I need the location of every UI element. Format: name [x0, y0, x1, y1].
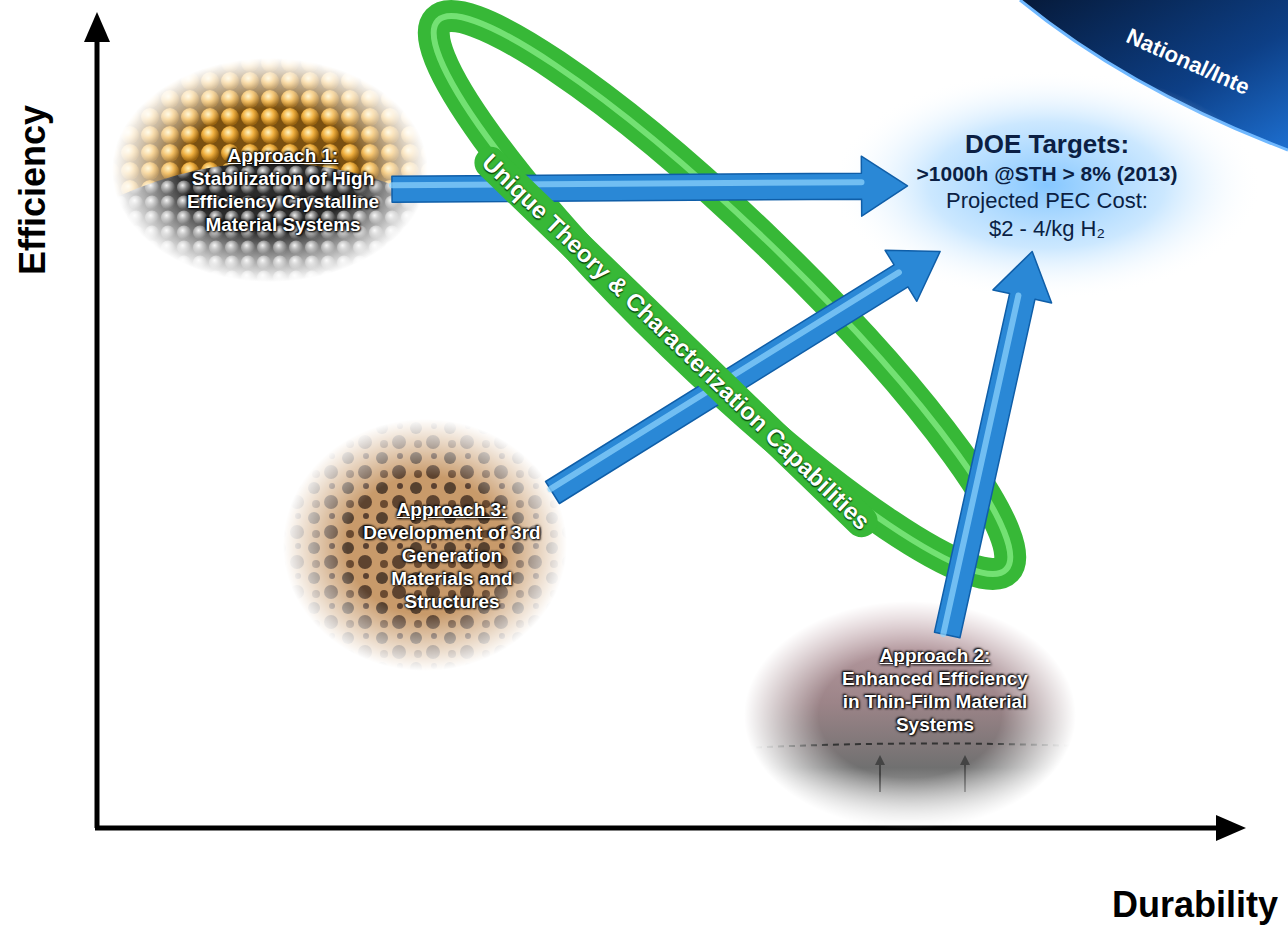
thin-film-image [740, 595, 1080, 835]
node-heading: DOE Targets: [917, 128, 1178, 160]
crystal-image [100, 50, 440, 300]
arrow-body [935, 252, 1052, 638]
x-axis-head [1216, 815, 1246, 841]
node-text: >1000h @STH > 8% (2013) [917, 160, 1178, 187]
y-axis-head [84, 12, 110, 42]
ring-label: Unique Theory & Characterization Capabil… [468, 140, 885, 544]
arrow-highlight [392, 182, 862, 185]
node-text: Enhanced Efficiency in Thin-Film Materia… [837, 667, 1034, 736]
flow-arrow [392, 156, 908, 216]
approach-label: Approach 3:Development of 3rd Generation… [355, 492, 550, 619]
approach-label: Approach 2:Enhanced Efficiency in Thin-F… [831, 638, 1040, 742]
target-box: DOE Targets:>1000h @STH > 8% (2013)Proje… [911, 122, 1184, 249]
node-heading: Approach 2: [837, 644, 1034, 667]
y-axis [95, 38, 100, 828]
flow-arrow [935, 252, 1052, 638]
node-heading: Approach 1: [183, 144, 383, 167]
node-text: $2 - 4/kg H₂ [917, 215, 1178, 243]
banner-label: National/Inte [1122, 23, 1253, 100]
node-text: Development of 3rd Generation Materials … [361, 521, 544, 613]
node-text: Projected PEC Cost: [917, 187, 1178, 215]
axis-title: Durability [1112, 884, 1278, 926]
axis-title: Efficiency [12, 105, 54, 275]
nanostructure-image [275, 410, 575, 680]
approach-label: Approach 1:Stabilization of High Efficie… [177, 138, 389, 242]
node-heading: Approach 3: [361, 498, 544, 521]
node-text: Stabilization of High Efficiency Crystal… [183, 167, 383, 236]
arrow-body [392, 156, 908, 216]
arrow-highlight [943, 296, 1018, 635]
